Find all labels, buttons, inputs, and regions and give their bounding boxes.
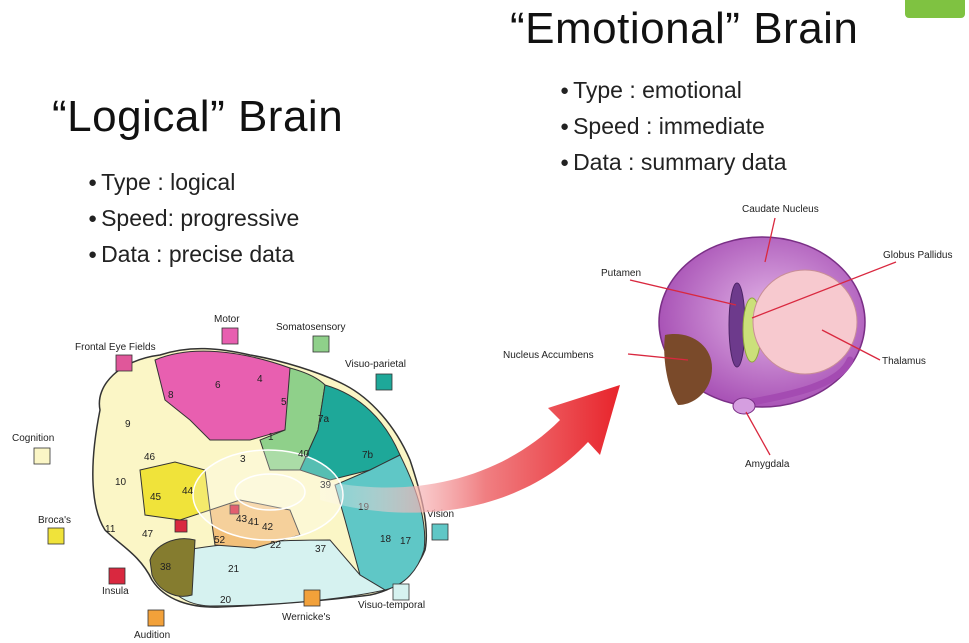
swatch-brocas (48, 528, 64, 544)
swatch-wernickes (304, 590, 320, 606)
area-46: 46 (144, 452, 156, 463)
area-44: 44 (182, 486, 194, 497)
area-45: 45 (150, 492, 162, 503)
label-brocas: Broca's (38, 515, 71, 526)
amygdala-shape (733, 398, 755, 414)
label-putamen: Putamen (601, 268, 641, 279)
label-visuo-parietal: Visuo-parietal (345, 359, 406, 370)
swatch-frontal-eye-fields (116, 355, 132, 371)
area-38: 38 (160, 562, 172, 573)
swatch-audition (148, 610, 164, 626)
area-7b: 7b (362, 450, 374, 461)
area-17: 17 (400, 536, 412, 547)
swatch-motor (222, 328, 238, 344)
label-cognition: Cognition (12, 433, 54, 444)
label-amygdala: Amygdala (745, 459, 790, 470)
area-43: 43 (236, 514, 248, 525)
area-3: 3 (240, 454, 246, 465)
region-insula (175, 520, 187, 532)
area-8: 8 (168, 390, 174, 401)
label-audition: Audition (134, 630, 170, 641)
area-18: 18 (380, 534, 392, 545)
swatch-cognition (34, 448, 50, 464)
area-52: 52 (214, 535, 226, 546)
area-1: 1 (268, 432, 274, 443)
swatch-vision (432, 524, 448, 540)
area-4: 4 (257, 374, 263, 385)
area-6: 6 (215, 380, 221, 391)
pointer-amygdala (746, 412, 770, 455)
swatch-visuo-parietal (376, 374, 392, 390)
label-thalamus: Thalamus (882, 356, 926, 367)
area-41: 41 (248, 517, 260, 528)
area-7a: 7a (318, 414, 330, 425)
area-21: 21 (228, 564, 240, 575)
label-insula: Insula (102, 586, 129, 597)
highlight-inner (235, 474, 305, 510)
label-frontal-eye-fields: Frontal Eye Fields (75, 342, 156, 353)
cortex-map: 8 6 4 5 9 7a 46 3 1 40 7b 10 45 44 39 19… (12, 314, 454, 641)
label-visuo-temporal: Visuo-temporal (358, 600, 425, 611)
area-42: 42 (262, 522, 274, 533)
label-motor: Motor (214, 314, 240, 325)
swatch-insula (109, 568, 125, 584)
area-20: 20 (220, 595, 232, 606)
label-caudate-nucleus: Caudate Nucleus (742, 204, 819, 215)
area-22: 22 (270, 540, 282, 551)
swatch-visuo-temporal (393, 584, 409, 600)
area-9: 9 (125, 419, 131, 430)
thalamus-shape (753, 270, 857, 374)
swatch-somatosensory (313, 336, 329, 352)
label-globus-pallidus: Globus Pallidus (883, 250, 952, 261)
area-47: 47 (142, 529, 154, 540)
area-5: 5 (281, 397, 287, 408)
area-10: 10 (115, 477, 127, 488)
label-somatosensory: Somatosensory (276, 322, 345, 333)
area-37: 37 (315, 544, 327, 555)
area-11: 11 (105, 524, 116, 535)
label-wernickes: Wernicke's (282, 612, 330, 623)
area-40: 40 (298, 449, 310, 460)
label-nucleus-accumbens: Nucleus Accumbens (503, 350, 594, 361)
